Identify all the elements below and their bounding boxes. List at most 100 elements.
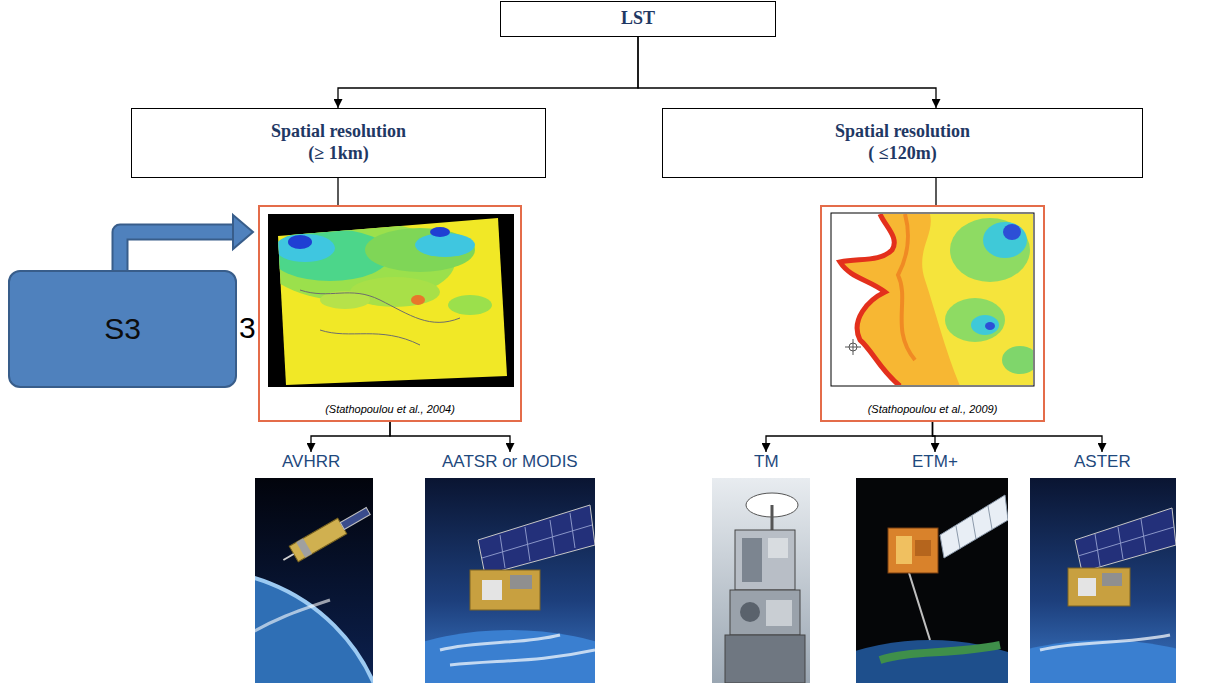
sensor-label: TM xyxy=(752,452,781,472)
aster-picture-part xyxy=(1078,578,1096,596)
aster-picture-part xyxy=(1075,508,1176,572)
aatsr-modis-picture-part xyxy=(470,570,540,610)
aatsr-modis-picture-part xyxy=(482,513,592,568)
etm-plus-picture-part xyxy=(896,536,912,564)
avhrr-picture-part xyxy=(279,503,373,568)
block-arrow-outline xyxy=(120,232,235,271)
figure-citation: (Stathopoulou et al., 2004) xyxy=(325,403,455,415)
sensor-name: TM xyxy=(754,452,779,472)
connector-arrow xyxy=(338,178,339,205)
etm-plus-picture-part xyxy=(880,645,1000,660)
connector-line xyxy=(337,178,338,205)
avhrr-picture xyxy=(255,478,373,683)
block-arrow-head xyxy=(233,215,253,249)
tm-picture xyxy=(712,478,810,683)
box-title: LST xyxy=(621,8,655,30)
connector-arrow xyxy=(338,37,638,108)
lst-map-fine-part xyxy=(840,214,900,385)
box-title: Spatial resolution (≥ 1km) xyxy=(268,121,410,164)
aster-picture-part xyxy=(1068,568,1130,606)
etm-plus-picture xyxy=(856,478,1008,683)
lst-map-coarse-part xyxy=(300,290,460,345)
avhrr-picture-part xyxy=(255,570,373,683)
connector-arrow xyxy=(390,422,510,452)
sensor-name: AATSR or MODIS xyxy=(442,452,578,472)
map-frame: (Stathopoulou et al., 2004) xyxy=(258,205,522,422)
lst-map-fine-part xyxy=(945,298,1005,342)
connector-arrow xyxy=(311,422,390,452)
aster-picture xyxy=(1030,478,1176,683)
etm-plus-picture-part xyxy=(915,540,931,556)
aatsr-modis-picture-part xyxy=(482,580,502,600)
lst-map-fine xyxy=(831,213,1038,386)
avhrr-picture-part xyxy=(340,508,370,530)
aster-picture-part xyxy=(1040,635,1170,650)
connector-line xyxy=(390,422,510,452)
sensor-label: AVHRR xyxy=(280,452,342,472)
aatsr-modis-picture-part xyxy=(510,575,532,589)
lst-map-coarse-part xyxy=(448,295,492,315)
tm-picture-part xyxy=(730,590,800,635)
avhrr-picture-part xyxy=(255,570,373,683)
connector-line xyxy=(933,422,1103,452)
lst-map-coarse-part xyxy=(268,214,514,387)
connector-arrow xyxy=(933,422,1103,452)
aster-picture-part xyxy=(1078,519,1174,566)
sentinel-box: S3 xyxy=(8,270,237,388)
box-title: S3 xyxy=(104,312,141,346)
tm-picture-part xyxy=(766,600,792,626)
lst-map-coarse-part xyxy=(430,227,450,237)
tm-picture-part xyxy=(740,602,760,622)
tm-picture-part xyxy=(725,635,805,683)
aatsr-modis-picture-part xyxy=(478,505,595,575)
lst-map-fine-part xyxy=(1003,224,1021,240)
lst-map-fine-part xyxy=(898,214,915,360)
aster-picture-part xyxy=(1102,573,1122,586)
category-box: Spatial resolution (≥ 1km) xyxy=(131,108,546,178)
connector-line xyxy=(338,37,638,108)
aatsr-modis-picture-part xyxy=(440,635,595,665)
etm-plus-picture-part xyxy=(856,640,1008,683)
connector-line xyxy=(935,178,936,205)
lst-map-fine-part xyxy=(983,222,1027,258)
etm-plus-picture-part xyxy=(956,506,992,549)
avhrr-picture-part xyxy=(289,518,346,562)
tm-picture-part xyxy=(771,505,774,530)
etm-plus-picture-part xyxy=(888,528,938,573)
tm-picture-part xyxy=(712,478,810,683)
lst-map-fine-part xyxy=(985,322,995,330)
sensor-label: ETM+ xyxy=(910,452,960,472)
sensor-name: AVHRR xyxy=(282,452,340,472)
lst-map-fine-part xyxy=(950,218,1030,282)
aatsr-modis-picture-part xyxy=(425,630,595,683)
sensor-label: AATSR or MODIS xyxy=(440,452,580,472)
connector-arrow xyxy=(936,178,937,205)
sensor-label: ASTER xyxy=(1072,452,1133,472)
avhrr-picture-part xyxy=(283,554,293,560)
lst-map-coarse-part xyxy=(415,233,475,257)
map-frame: (Stathopoulou et al., 2009) xyxy=(820,205,1045,422)
category-box: Spatial resolution ( ≤120m) xyxy=(662,108,1143,178)
sensor-name: ASTER xyxy=(1074,452,1131,472)
connector-line xyxy=(638,37,936,108)
tm-picture-part xyxy=(742,538,762,582)
lst-map-fine-part xyxy=(853,339,854,355)
lst-map-fine-part xyxy=(971,315,999,335)
block-arrow-shaft xyxy=(120,232,235,271)
lst-map-fine-part xyxy=(845,339,861,355)
aatsr-modis-picture xyxy=(425,478,595,683)
root-box: LST xyxy=(500,1,776,37)
callout-number: 3 xyxy=(239,313,256,343)
sensor-name: ETM+ xyxy=(912,452,958,472)
connector-arrow xyxy=(638,37,936,108)
lst-map-coarse-part xyxy=(275,234,335,262)
connector-line xyxy=(766,422,933,452)
tm-picture-part xyxy=(768,538,788,558)
lst-map-coarse-part xyxy=(365,228,475,272)
lst-map-coarse-part xyxy=(268,214,514,387)
lst-map-coarse xyxy=(265,214,514,387)
block-arrow xyxy=(120,215,253,271)
lst-map-coarse-part xyxy=(411,295,425,305)
